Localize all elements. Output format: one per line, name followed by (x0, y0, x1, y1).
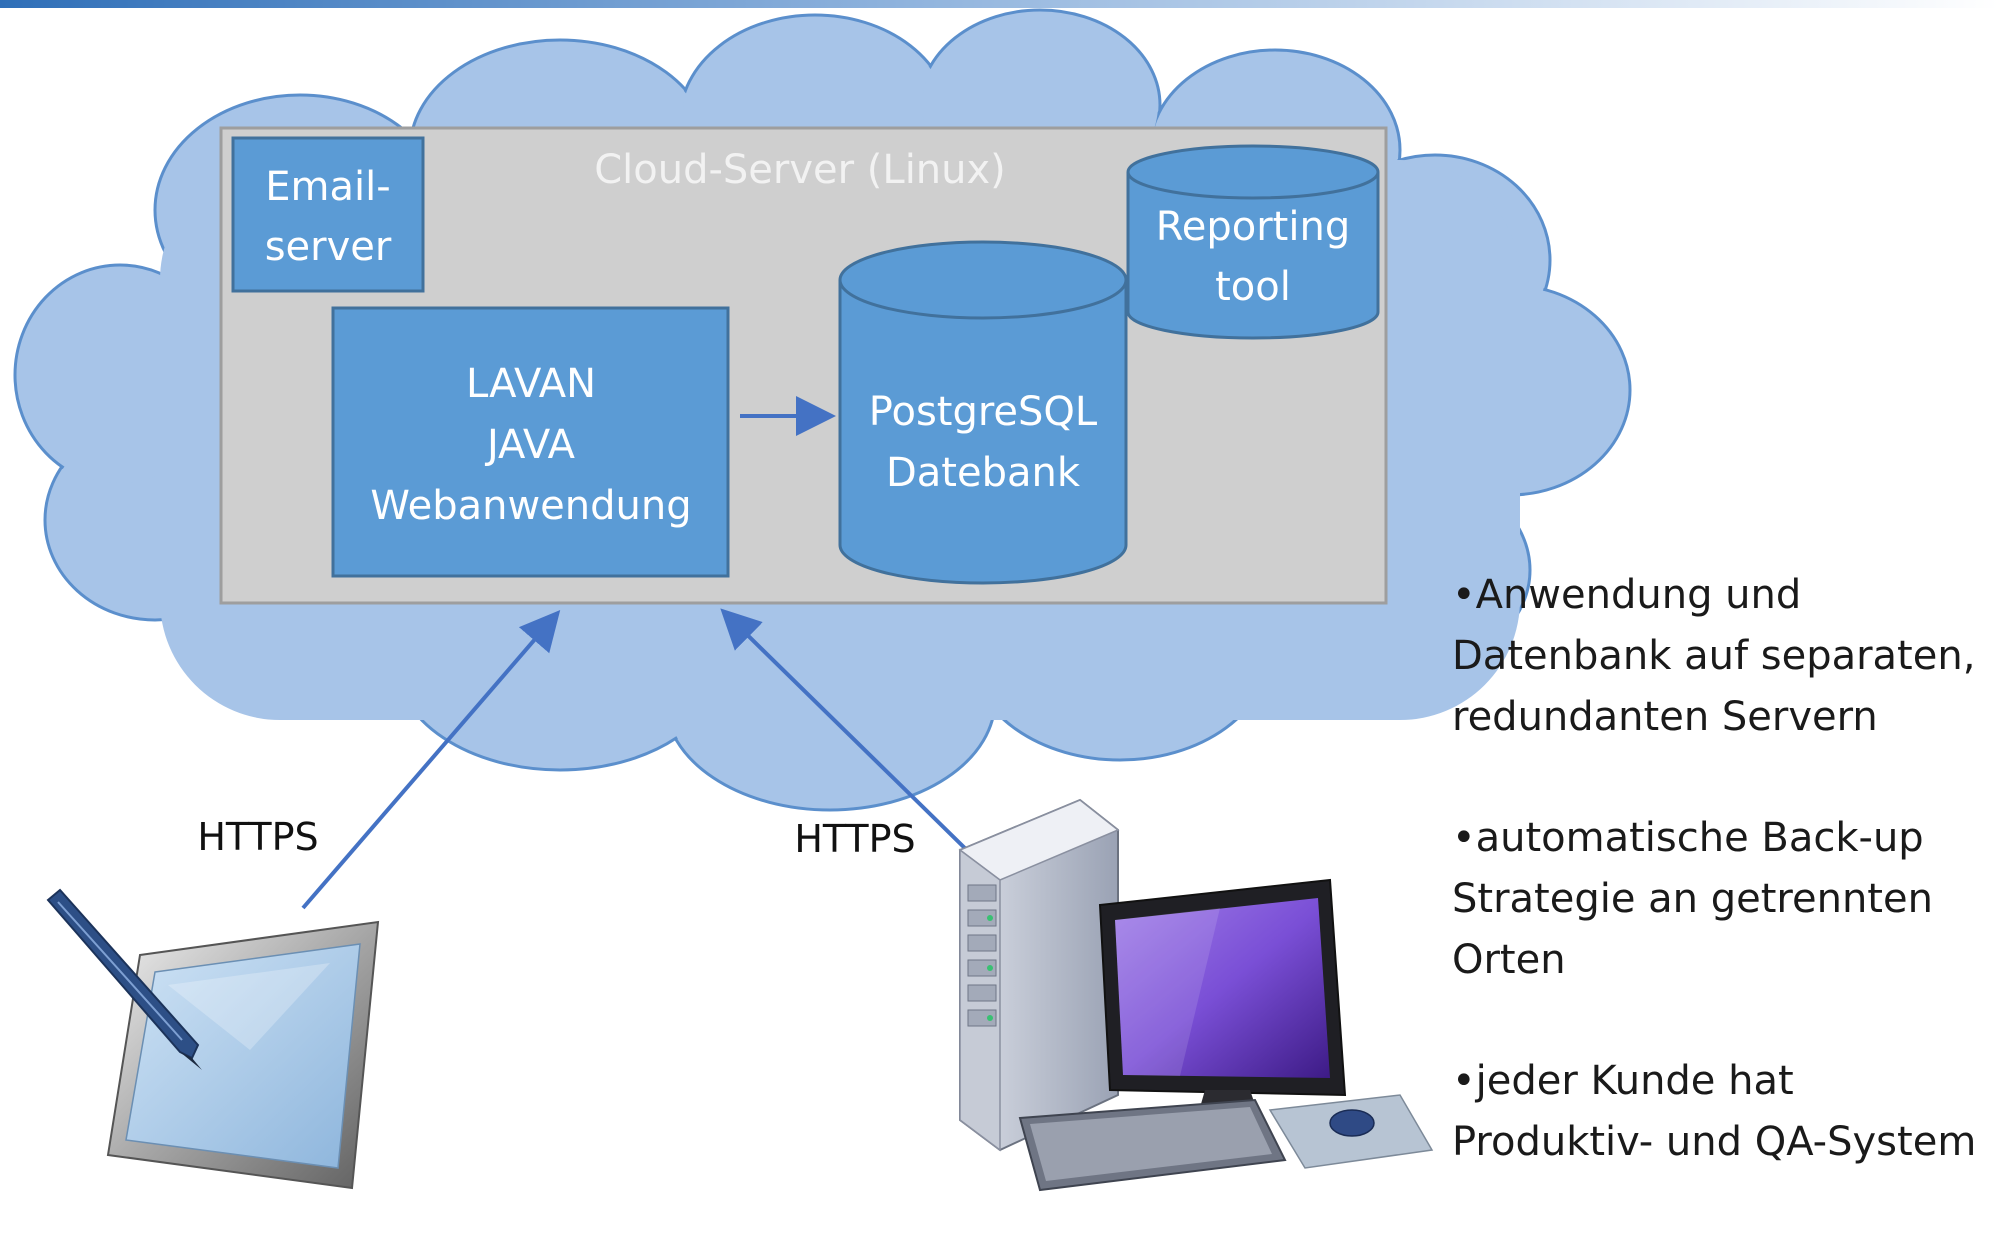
reporting-tool-cylinder (1126, 144, 1380, 340)
desktop-computer-icon (958, 798, 1434, 1192)
email-server-label-line1: Email- (265, 164, 390, 210)
email-server-box (231, 136, 425, 293)
web-app-label-line3: Webanwendung (370, 483, 691, 529)
database-label-line1: PostgreSQL (869, 389, 1098, 435)
feature-bullet-list: •Anwendung und Datenbank auf separaten, … (1452, 565, 1992, 1173)
bullet-item-customer-systems: •jeder Kunde hat Produktiv- und QA-Syste… (1452, 1058, 1977, 1165)
bullet-item-separate-servers: •Anwendung und Datenbank auf separaten, … (1452, 572, 1976, 740)
web-app-label-line1: LAVAN (466, 361, 596, 407)
https-label-left: HTTPS (197, 815, 318, 859)
web-app-label-line2: JAVA (484, 422, 576, 468)
postgresql-database-cylinder (838, 240, 1128, 585)
database-label-line2: Datebank (886, 450, 1081, 496)
top-accent-bar (0, 0, 1999, 8)
tablet-icon (106, 920, 380, 1190)
reporting-tool-label-line2: tool (1215, 264, 1291, 310)
https-label-right: HTTPS (794, 817, 915, 861)
web-app-box (331, 306, 730, 578)
stylus-icon (46, 888, 202, 1070)
https-arrow-tablet (301, 609, 561, 910)
reporting-tool-label-line1: Reporting (1156, 204, 1350, 250)
bullet-item-backup-strategy: •automatische Back-up Strategie an getre… (1452, 815, 1933, 983)
cloud-server-label: Cloud-Server (Linux) (594, 147, 1006, 193)
email-server-label-line2: server (265, 224, 392, 270)
